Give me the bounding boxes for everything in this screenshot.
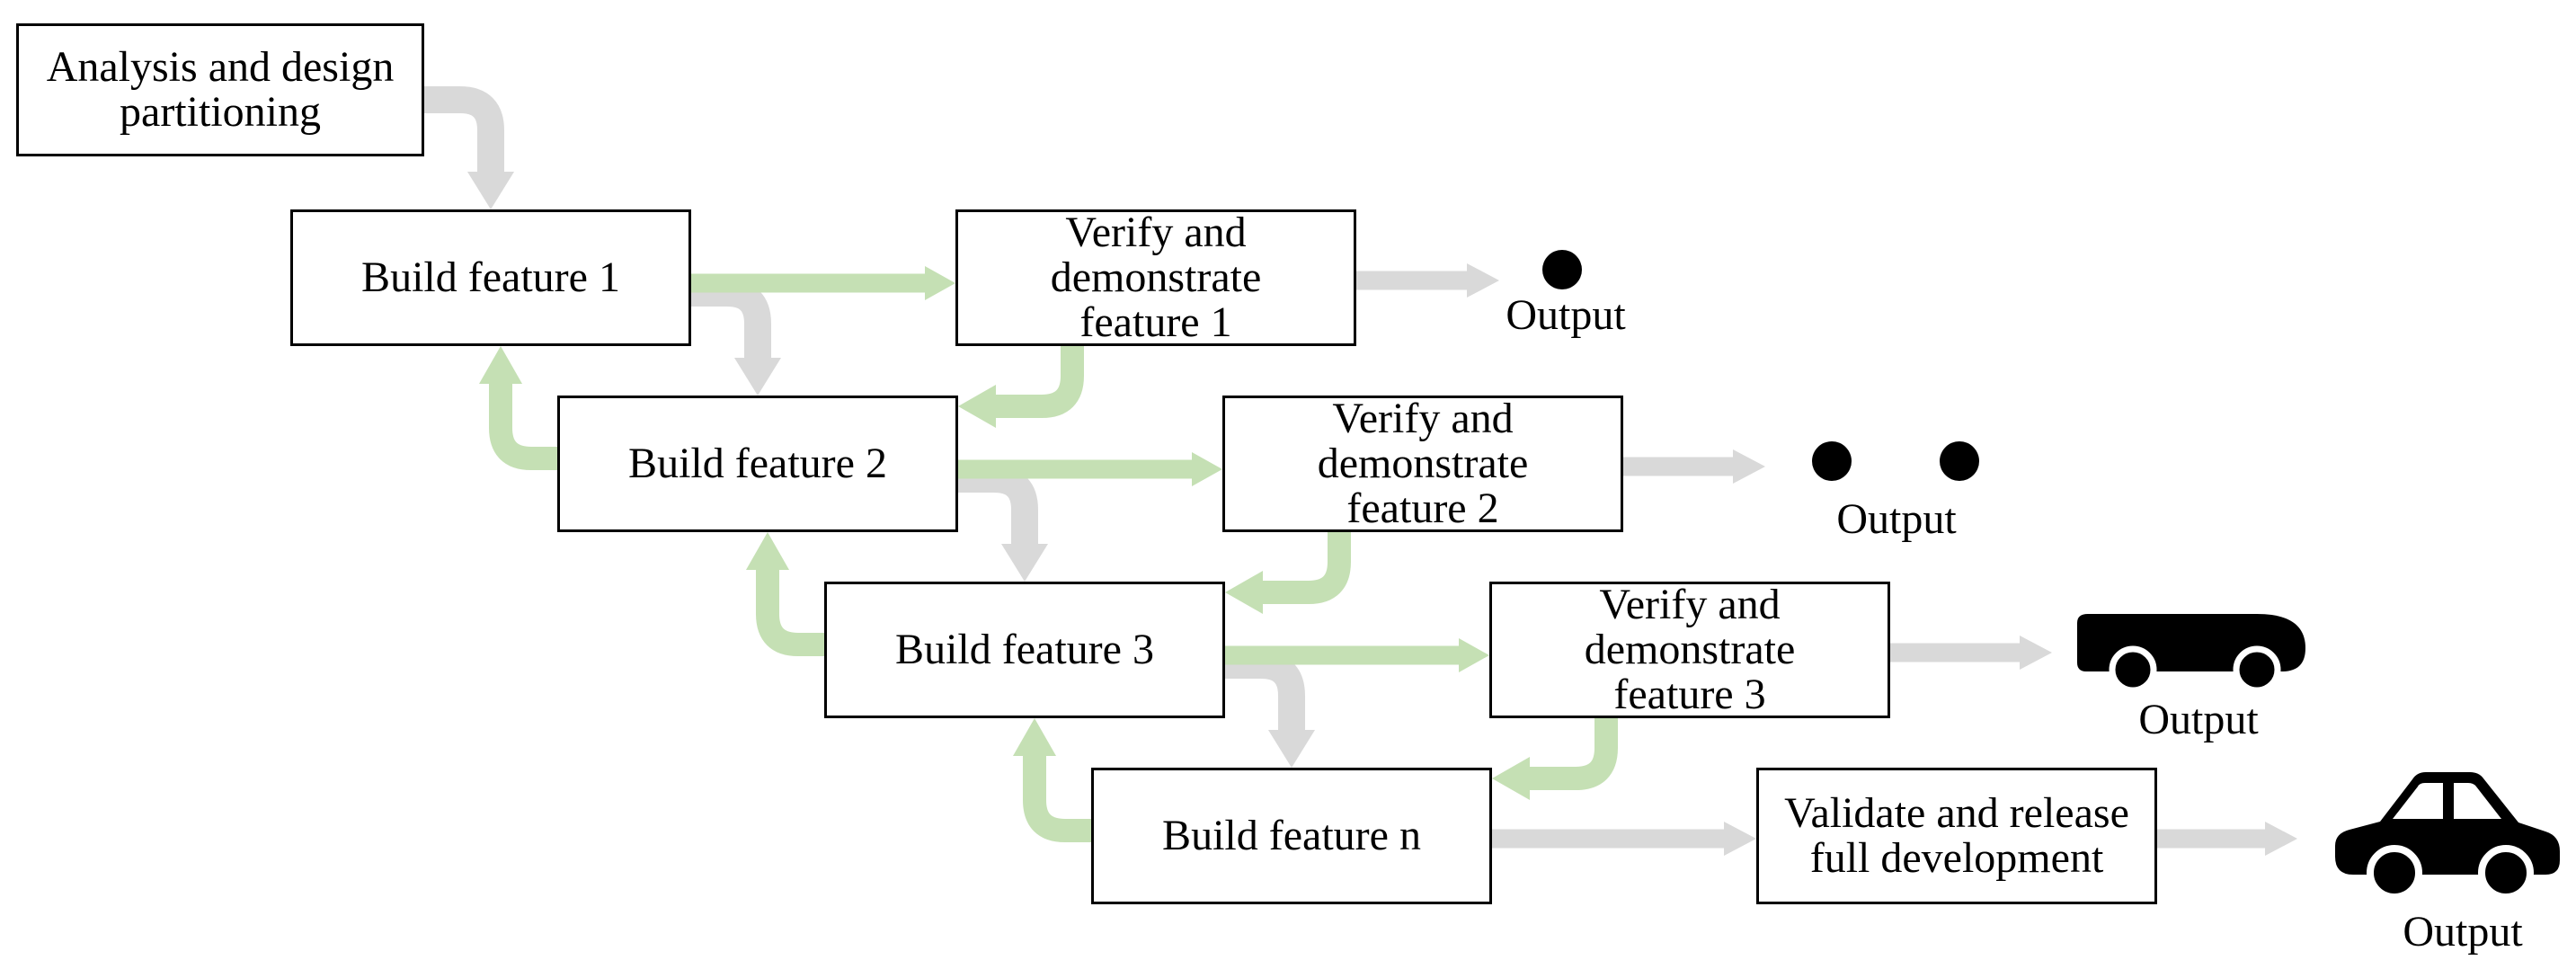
- arrow-build2-to-build3: [958, 466, 1048, 582]
- box-label-line: demonstrate: [1050, 253, 1262, 301]
- box-label-line: full development: [1809, 834, 2104, 882]
- box-label-line: Verify and: [1065, 209, 1247, 256]
- box-verify-demonstrate-feature-3: Verify and demonstrate feature 3: [1489, 582, 1890, 718]
- arrow-verify3-to-buildn: [1492, 718, 1618, 800]
- arrow-build2-to-verify2: [958, 452, 1222, 486]
- arrow-buildn-to-build3: [1013, 718, 1091, 842]
- box-verify-demonstrate-feature-2: Verify and demonstrate feature 2: [1222, 396, 1623, 532]
- car-icon: [2335, 772, 2560, 901]
- arrow-verify2-to-build3: [1225, 532, 1351, 614]
- output3-label: Output: [2138, 696, 2259, 743]
- arrow-verify3-to-output3: [1890, 636, 2052, 670]
- box-verify-demonstrate-feature-1: Verify and demonstrate feature 1: [955, 209, 1356, 346]
- box-label-line: demonstrate: [1584, 626, 1796, 673]
- double-dot-icon: [1812, 441, 1979, 481]
- vehicle-chassis-icon: [2077, 614, 2305, 694]
- output1-label: Output: [1506, 291, 1626, 339]
- output4-label: Output: [2403, 908, 2523, 956]
- single-dot-icon: [1542, 250, 1582, 289]
- box-label-line: feature 2: [1346, 485, 1499, 532]
- arrow-build1-to-verify1: [691, 266, 955, 300]
- arrow-buildn-to-validate: [1492, 822, 1756, 856]
- box-label-line: feature 1: [1079, 298, 1232, 346]
- box-label-line: Validate and release: [1784, 789, 2129, 837]
- box-build-feature-2: Build feature 2: [557, 396, 958, 532]
- box-label-line: partitioning: [120, 88, 321, 136]
- arrow-build3-to-build2: [746, 532, 824, 656]
- box-label-line: Build feature 3: [895, 626, 1154, 673]
- arrow-build3-to-buildn: [1225, 652, 1315, 768]
- box-label-line: Build feature 2: [628, 440, 887, 487]
- box-label-line: demonstrate: [1317, 440, 1529, 487]
- arrow-analysis-to-build1: [424, 86, 514, 209]
- arrow-build1-to-build2: [691, 280, 781, 396]
- arrow-verify2-to-output2: [1623, 449, 1765, 484]
- arrow-build3-to-verify3: [1225, 638, 1489, 672]
- box-label-line: Verify and: [1599, 581, 1781, 628]
- arrow-verify1-to-build2: [958, 346, 1084, 428]
- box-build-feature-3: Build feature 3: [824, 582, 1225, 718]
- box-validate-release-full-development: Validate and release full development: [1756, 768, 2157, 904]
- arrow-validate-to-output4: [2157, 822, 2297, 856]
- arrow-build2-to-build1: [479, 346, 557, 470]
- box-label-line: Build feature 1: [361, 253, 620, 301]
- box-build-feature-1: Build feature 1: [290, 209, 691, 346]
- box-label-line: feature 3: [1613, 671, 1766, 718]
- box-build-feature-n: Build feature n: [1091, 768, 1492, 904]
- box-label-line: Analysis and design: [46, 43, 395, 91]
- box-analysis-and-design-partitioning: Analysis and design partitioning: [16, 23, 424, 156]
- box-label-line: Build feature n: [1162, 812, 1421, 859]
- box-label-line: Verify and: [1332, 395, 1514, 442]
- arrow-verify1-to-output1: [1356, 263, 1499, 298]
- output2-label: Output: [1836, 495, 1957, 543]
